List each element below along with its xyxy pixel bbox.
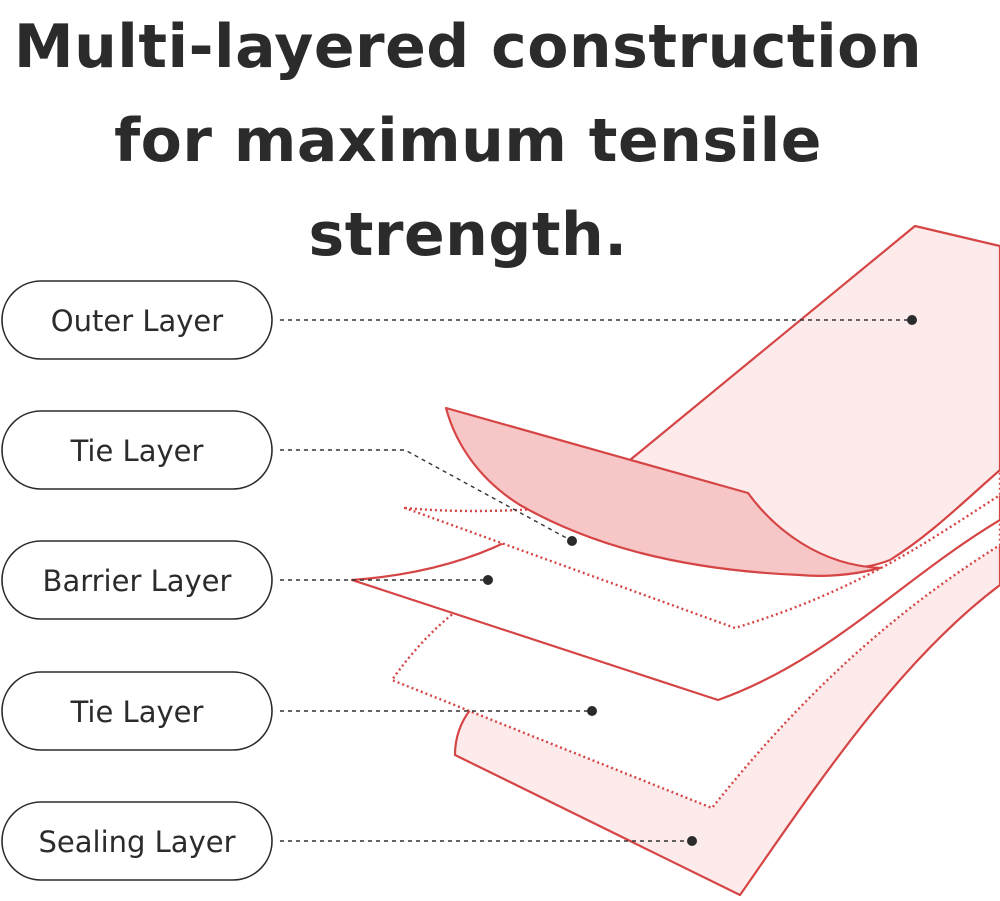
dot-outer-layer (907, 315, 917, 325)
dot-tie-layer-upper (567, 536, 577, 546)
dot-sealing-layer (687, 836, 697, 846)
label-tie-layer-upper: Tie Layer (70, 434, 204, 468)
headline-line-3: strength. (308, 200, 628, 270)
label-pill-barrier-layer: Barrier Layer (1, 540, 273, 620)
dot-tie-layer-lower (587, 706, 597, 716)
label-pill-tie-layer-upper: Tie Layer (1, 410, 273, 490)
headline-line-1: Multi-layered construction (13, 12, 923, 82)
headline: Multi-layered construction for maximum t… (0, 0, 936, 282)
label-pill-tie-layer-lower: Tie Layer (1, 671, 273, 751)
label-sealing-layer: Sealing Layer (39, 825, 236, 859)
headline-line-2: for maximum tensile (114, 106, 822, 176)
leader-tie-layer-upper (280, 449, 573, 542)
label-pill-outer-layer: Outer Layer (1, 280, 273, 360)
label-tie-layer-lower: Tie Layer (70, 695, 204, 729)
label-outer-layer: Outer Layer (51, 304, 223, 338)
dot-barrier-layer (483, 575, 493, 585)
outer-layer-curl (444, 406, 882, 577)
label-pill-sealing-layer: Sealing Layer (1, 801, 273, 881)
label-barrier-layer: Barrier Layer (43, 564, 232, 598)
